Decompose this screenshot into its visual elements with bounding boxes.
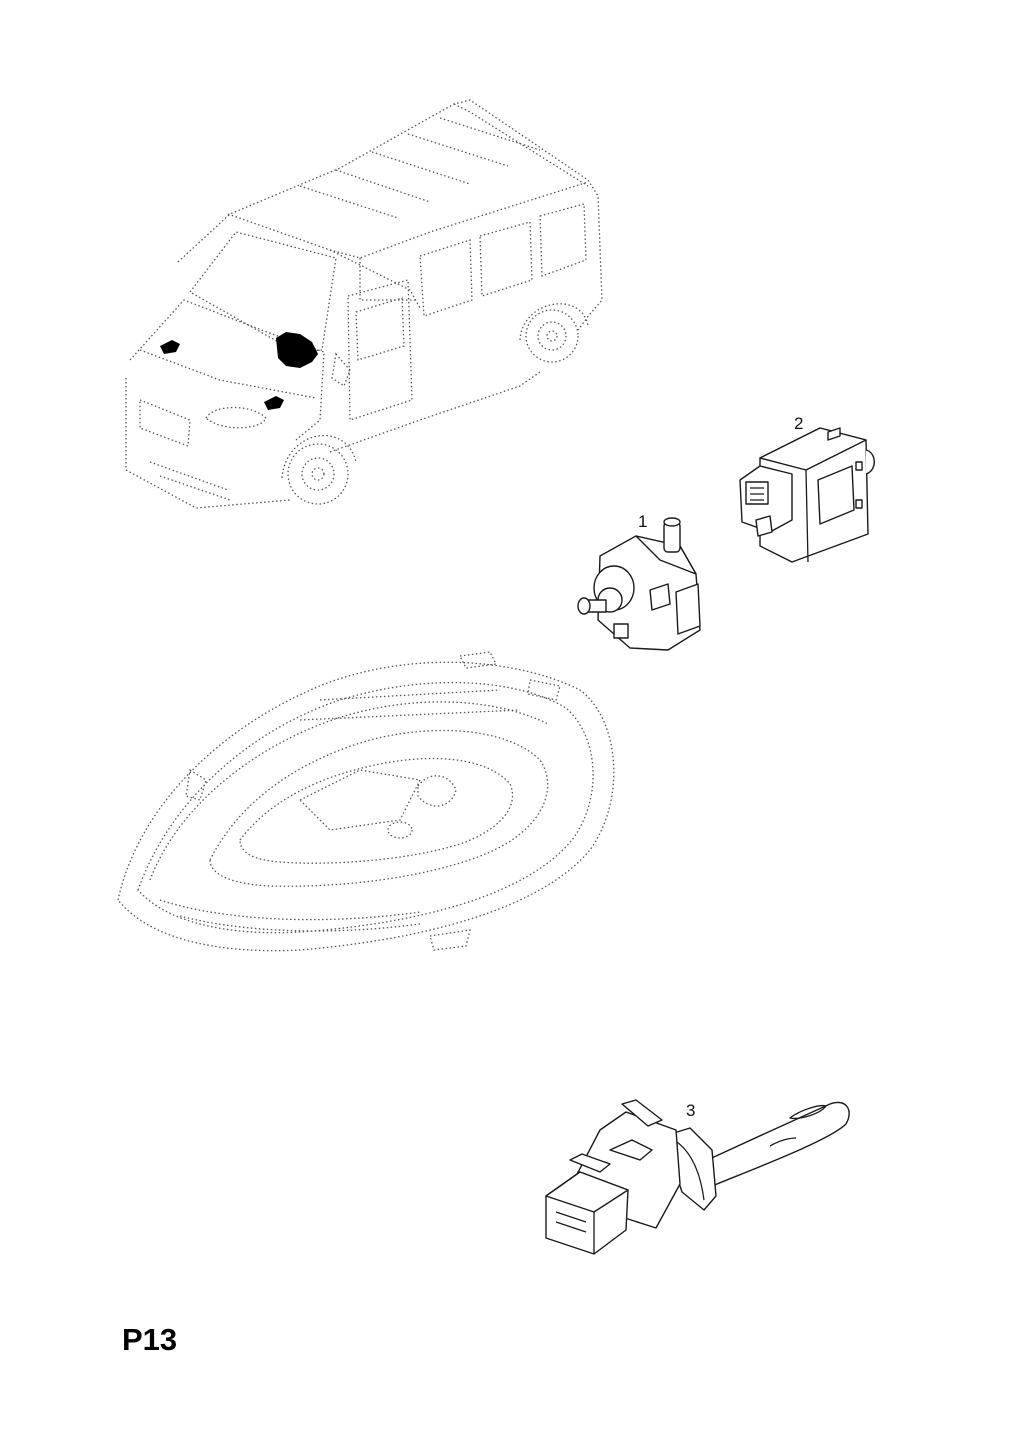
callout-part-2: 2 [794,414,804,433]
adjuster-location-left [160,340,180,354]
callout-part-3: 3 [686,1101,696,1120]
adjuster-location-right [264,396,284,410]
headlamp-outline [117,651,615,952]
callout-part-1: 1 [638,512,648,531]
page-code: P13 [122,1322,178,1357]
dashboard-switch-highlight [276,332,318,368]
stalk-switch-drawing [545,1099,850,1255]
control-module-drawing [739,427,875,563]
van-outline [125,99,603,509]
headlamp-range-motor-drawing [577,517,701,651]
